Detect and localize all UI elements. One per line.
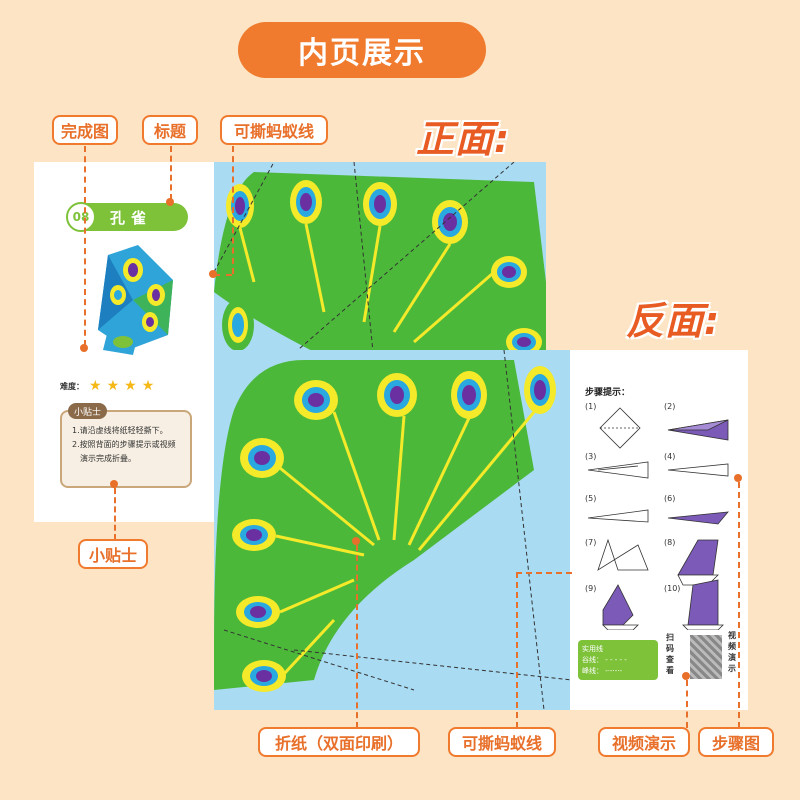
difficulty-row: 难度： ★ ★ ★ ★ xyxy=(60,378,154,394)
legend-mountain: 峰线： -·-·-·- xyxy=(582,667,623,675)
tag-tips: 小贴士 xyxy=(78,539,148,569)
connector xyxy=(232,146,234,274)
connector-dot xyxy=(80,344,88,352)
tag-step-diagram: 步骤图 xyxy=(698,727,774,757)
connector-dot xyxy=(110,480,118,488)
step-number: (5) xyxy=(585,494,597,503)
card-title-badge: 08 孔雀 xyxy=(66,202,188,232)
connector xyxy=(738,482,740,728)
back-origami-sheet xyxy=(214,350,572,710)
connector xyxy=(214,274,232,276)
connector-dot xyxy=(166,198,174,206)
step-number: (9) xyxy=(585,584,597,593)
step-diagrams xyxy=(587,407,729,630)
legend-title: 实用线 xyxy=(582,645,603,653)
side-feather xyxy=(222,299,254,351)
step-number: (2) xyxy=(664,402,676,411)
tag-title: 标题 xyxy=(142,115,198,145)
connector xyxy=(170,146,172,200)
legend-valley: 谷线： - - - - - xyxy=(582,656,627,664)
page-title: 内页展示 xyxy=(238,22,486,78)
front-origami-sheet xyxy=(214,162,546,362)
connector-dot xyxy=(352,537,360,545)
fold-line-legend: 实用线 谷线： - - - - - 峰线： -·-·-·- xyxy=(578,640,658,680)
step-number: (3) xyxy=(585,452,597,461)
connector xyxy=(516,572,518,728)
peacock-finished-image xyxy=(98,245,173,355)
tag-finished-image: 完成图 xyxy=(52,115,118,145)
connector xyxy=(356,545,358,728)
front-label: 正面: xyxy=(416,117,511,161)
connector-dot xyxy=(734,474,742,482)
tips-box: 1.请沿虚线将纸轻轻撕下。 2.按照背面的步骤提示或视频 演示完成折叠。 xyxy=(60,410,192,488)
back-label: 反面: xyxy=(626,299,721,343)
star-icon: ★ xyxy=(89,378,102,394)
tips-title: 小贴士 xyxy=(68,403,108,419)
step-number: (6) xyxy=(664,494,676,503)
step-number: (4) xyxy=(664,452,676,461)
step-number: (7) xyxy=(585,538,597,547)
connector xyxy=(686,680,688,728)
video-text: 视频演示 xyxy=(728,631,736,673)
tag-tear-line-bottom: 可撕蚂蚁线 xyxy=(448,727,556,757)
scan-text: 扫码查看 xyxy=(666,633,674,675)
card-name: 孔雀 xyxy=(110,208,153,227)
tip-line-1: 1.请沿虚线将纸轻轻撕下。 xyxy=(72,426,168,435)
connector xyxy=(516,572,572,574)
connector-dot xyxy=(682,672,690,680)
tip-line-3: 演示完成折叠。 xyxy=(80,454,136,463)
tip-line-2: 2.按照背面的步骤提示或视频 xyxy=(72,440,176,449)
qr-code[interactable] xyxy=(690,635,722,679)
step-number: (1) xyxy=(585,402,597,411)
star-icon: ★ xyxy=(106,378,120,394)
card-number: 08 xyxy=(66,202,96,232)
step-number: (10) xyxy=(664,584,681,593)
tag-tear-line-top: 可撕蚂蚁线 xyxy=(220,115,328,145)
connector xyxy=(114,488,116,540)
steps-title: 步骤提示： xyxy=(585,388,631,398)
difficulty-label: 难度： xyxy=(60,381,84,391)
step-number: (8) xyxy=(664,538,676,547)
star-icon: ★ xyxy=(141,378,155,394)
connector xyxy=(84,146,86,346)
connector-dot xyxy=(209,270,217,278)
tag-origami: 折纸（双面印刷） xyxy=(258,727,420,757)
tag-video-demo: 视频演示 xyxy=(598,727,690,757)
star-icon: ★ xyxy=(124,378,137,394)
